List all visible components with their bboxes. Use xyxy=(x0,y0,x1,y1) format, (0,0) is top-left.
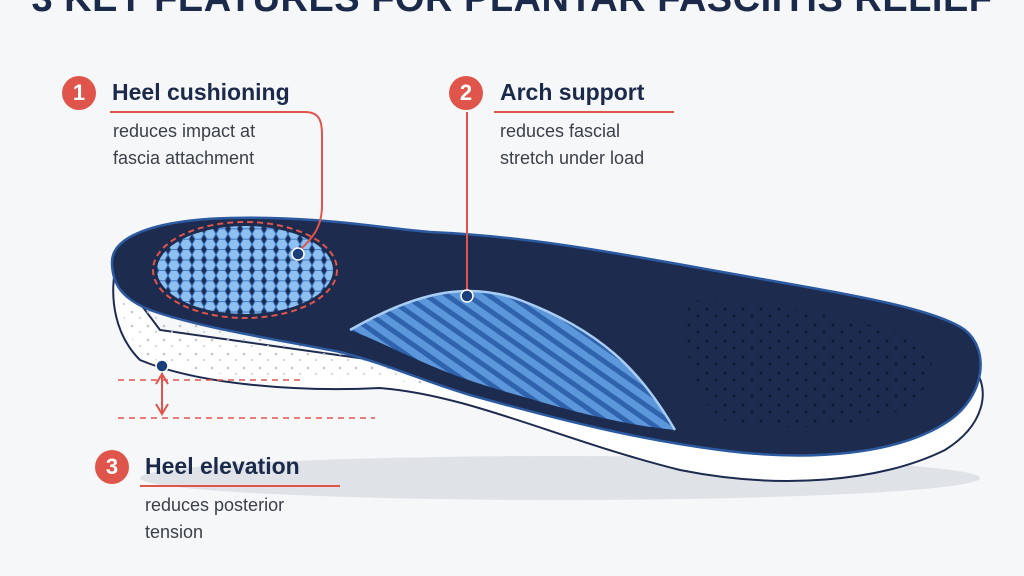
callout-underline xyxy=(494,111,674,113)
callout-description-line-2: stretch under load xyxy=(500,148,645,168)
callout-description-line-1: reduces fascial xyxy=(500,121,621,141)
leader-dot-2 xyxy=(460,289,474,303)
leader-dot-3 xyxy=(155,359,169,373)
callout-number-badge: 3 xyxy=(95,450,129,484)
callout-title: Heel elevation xyxy=(145,453,300,479)
callout-description-line-1: reduces posterior xyxy=(145,495,285,515)
callout-title: Arch support xyxy=(500,79,645,105)
callout-number-badge: 1 xyxy=(62,76,96,110)
callout-number-badge: 2 xyxy=(449,76,483,110)
toe-perforations xyxy=(686,300,932,428)
callout-title: Heel cushioning xyxy=(112,79,290,105)
leader-line-1 xyxy=(110,111,323,253)
callout-description-line-1: reduces impact at xyxy=(113,121,256,141)
callout-description-line-2: fascia attachment xyxy=(113,148,255,168)
page-title: 3 KEY FEATURES FOR PLANTAR FASCIITIS REL… xyxy=(0,0,1024,21)
leader-dot-1 xyxy=(291,247,305,261)
callout-underline xyxy=(140,485,340,487)
callout-description-line-2: tension xyxy=(145,522,204,542)
heel-gel-pad xyxy=(157,226,333,314)
